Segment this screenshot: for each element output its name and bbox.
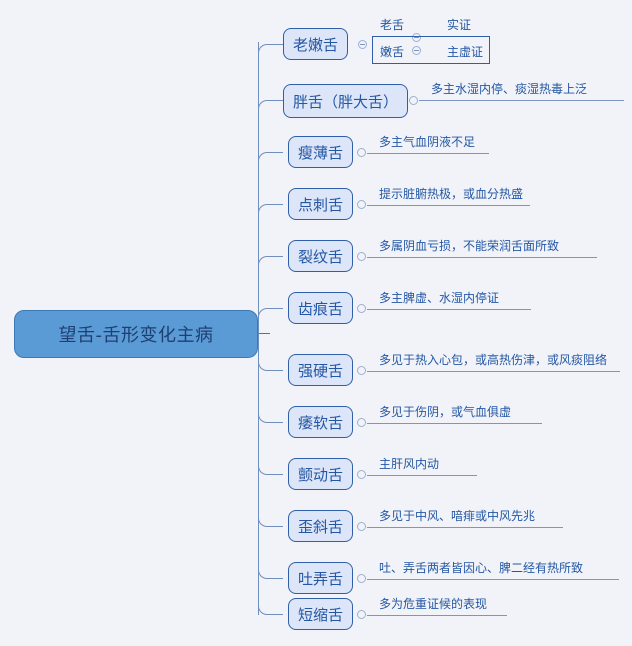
branch-connector-5 <box>258 256 283 335</box>
subnode-1-2-value: 主虚证 <box>447 45 484 59</box>
branch-connector-7 <box>258 333 283 371</box>
branch-node-10-label: 歪斜舌 <box>298 517 344 536</box>
branch-connector-1 <box>258 44 283 335</box>
collapse-circle-icon[interactable] <box>357 148 366 157</box>
branch-node-6[interactable]: 齿痕舌 <box>288 292 354 324</box>
leaf-5-text: 多属阴血亏损，不能荣润舌面所致 <box>379 239 560 253</box>
branch-node-12[interactable]: 短缩舌 <box>288 598 354 630</box>
collapse-minus-icon[interactable] <box>412 46 421 55</box>
leaf-6-text: 多主脾虚、水湿内停证 <box>379 291 500 305</box>
root-node-label: 望舌-舌形变化主病 <box>58 325 214 346</box>
leaf-3-text: 多主气血阴液不足 <box>379 135 476 149</box>
branch-node-9[interactable]: 颤动舌 <box>288 458 354 490</box>
branch-node-8[interactable]: 痿软舌 <box>288 406 354 438</box>
branch-connector-3 <box>258 152 283 335</box>
branch-connector-10 <box>258 333 283 527</box>
subnode-selection-box <box>372 36 490 64</box>
leaf-2-text: 多主水湿内停、痰湿热毒上泛 <box>431 82 588 96</box>
collapse-circle-icon[interactable] <box>357 366 366 375</box>
collapse-circle-icon[interactable] <box>357 470 366 479</box>
branch-node-4-label: 点刺舌 <box>298 195 344 214</box>
branch-connector-12 <box>258 333 283 615</box>
branch-node-5-label: 裂纹舌 <box>298 247 344 266</box>
leaf-12-text: 多为危重证候的表现 <box>379 597 488 611</box>
branch-node-2-label: 胖舌（胖大舌） <box>293 92 399 111</box>
collapse-circle-icon[interactable] <box>357 522 366 531</box>
branch-node-4[interactable]: 点刺舌 <box>288 188 354 220</box>
leaf-4[interactable]: 提示脏腑热极，或血分热盛 <box>367 180 530 206</box>
collapse-circle-icon[interactable] <box>409 96 418 105</box>
trunk-line <box>258 42 259 615</box>
branch-node-5[interactable]: 裂纹舌 <box>288 240 354 272</box>
collapse-circle-icon[interactable] <box>357 610 366 619</box>
subnode-1-2[interactable]: 嫩舌 主虚证 <box>372 38 490 63</box>
collapse-minus-icon[interactable] <box>412 33 421 42</box>
subnode-1-1-label: 老舌 <box>380 18 405 32</box>
branch-connector-2 <box>258 100 283 335</box>
leaf-5[interactable]: 多属阴血亏损，不能荣润舌面所致 <box>367 232 597 258</box>
leaf-7[interactable]: 多见于热入心包，或高热伤津，或风痰阻络 <box>367 346 620 372</box>
branch-node-3-label: 瘦薄舌 <box>298 143 344 162</box>
leaf-10-text: 多见于中风、喑痱或中风先兆 <box>379 509 536 523</box>
branch-node-12-label: 短缩舌 <box>298 605 344 624</box>
subnode-1-2-label: 嫩舌 <box>380 45 405 59</box>
branch-node-6-label: 齿痕舌 <box>298 299 344 318</box>
leaf-6[interactable]: 多主脾虚、水湿内停证 <box>367 284 531 310</box>
leaf-10[interactable]: 多见于中风、喑痱或中风先兆 <box>367 502 563 528</box>
branch-node-7[interactable]: 强硬舌 <box>288 354 354 386</box>
leaf-9[interactable]: 主肝风内动 <box>367 450 477 476</box>
branch-connector-11 <box>258 333 283 579</box>
branch-node-1[interactable]: 老嫩舌 <box>283 28 349 60</box>
branch-connector-9 <box>258 333 283 475</box>
leaf-8[interactable]: 多见于伤阴，或气血俱虚 <box>367 398 542 424</box>
leaf-8-text: 多见于伤阴，或气血俱虚 <box>379 405 512 419</box>
leaf-11[interactable]: 吐、弄舌两者皆因心、脾二经有热所致 <box>367 554 619 580</box>
branch-node-1-label: 老嫩舌 <box>293 35 339 54</box>
branch-connector-4 <box>258 204 283 335</box>
leaf-7-text: 多见于热入心包，或高热伤津，或风痰阻络 <box>379 353 608 367</box>
branch-node-11[interactable]: 吐弄舌 <box>288 562 354 594</box>
branch-node-8-label: 痿软舌 <box>298 413 344 432</box>
branch-node-2[interactable]: 胖舌（胖大舌） <box>283 84 409 118</box>
collapse-minus-icon[interactable] <box>358 40 367 49</box>
leaf-2[interactable]: 多主水湿内停、痰湿热毒上泛 <box>419 75 624 101</box>
branch-node-9-label: 颤动舌 <box>298 465 344 484</box>
branch-node-11-label: 吐弄舌 <box>298 569 344 588</box>
collapse-circle-icon[interactable] <box>357 574 366 583</box>
subnode-1-1[interactable]: 老舌 实证 <box>372 12 490 37</box>
root-connector <box>258 333 270 334</box>
leaf-4-text: 提示脏腑热极，或血分热盛 <box>379 187 524 201</box>
collapse-circle-icon[interactable] <box>357 200 366 209</box>
branch-node-10[interactable]: 歪斜舌 <box>288 510 354 542</box>
branch-node-7-label: 强硬舌 <box>298 361 344 380</box>
leaf-12[interactable]: 多为危重证候的表现 <box>367 590 507 616</box>
branch-node-3[interactable]: 瘦薄舌 <box>288 136 354 168</box>
leaf-9-text: 主肝风内动 <box>379 457 440 471</box>
collapse-circle-icon[interactable] <box>357 418 366 427</box>
branch-connector-8 <box>258 333 283 423</box>
branch-connector-6 <box>258 308 283 335</box>
subnode-1-1-value: 实证 <box>447 18 472 32</box>
leaf-11-text: 吐、弄舌两者皆因心、脾二经有热所致 <box>379 561 584 575</box>
collapse-circle-icon[interactable] <box>357 304 366 313</box>
leaf-3[interactable]: 多主气血阴液不足 <box>367 128 489 154</box>
root-node[interactable]: 望舌-舌形变化主病 <box>14 310 258 358</box>
collapse-circle-icon[interactable] <box>357 252 366 261</box>
